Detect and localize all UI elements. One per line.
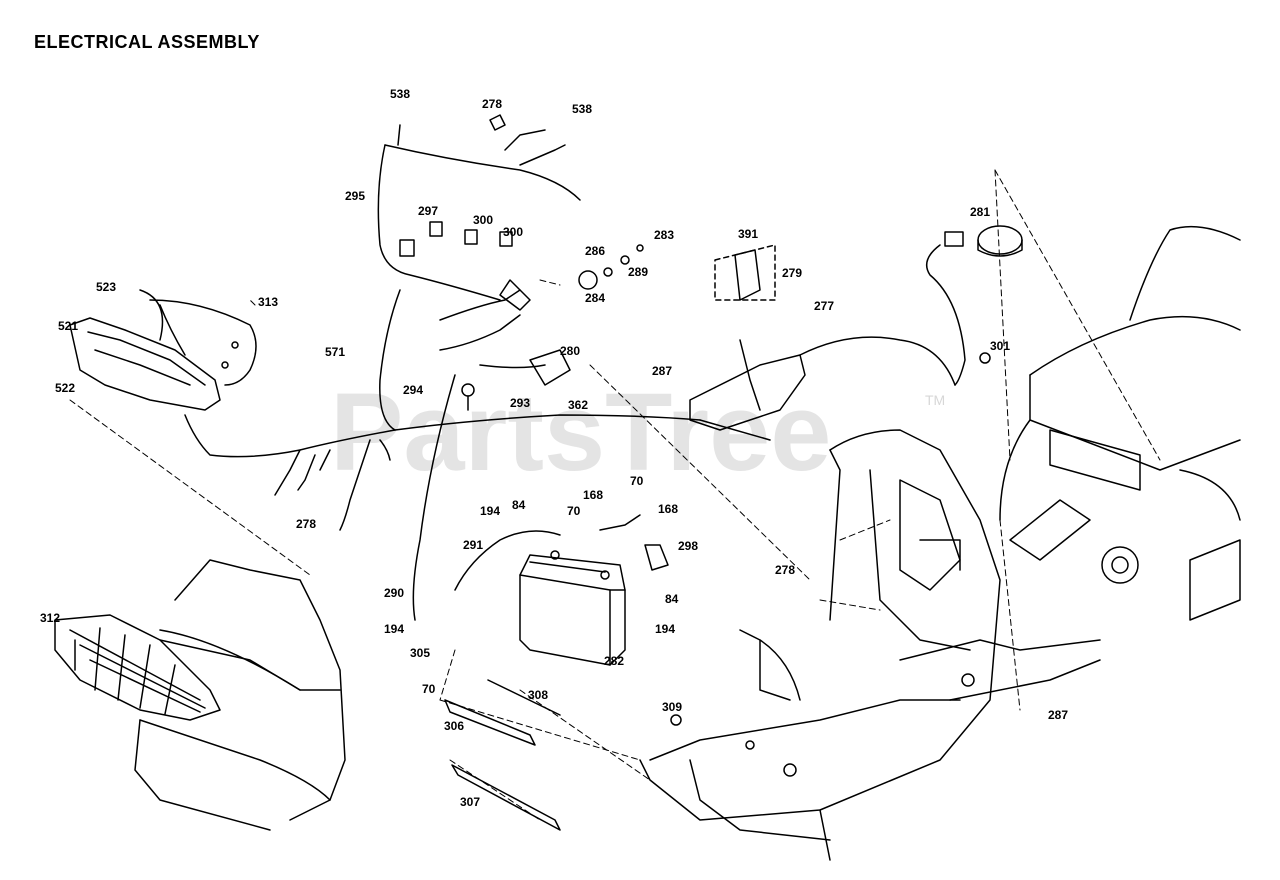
tractor-body xyxy=(999,225,1241,621)
callout-70: 70 xyxy=(567,504,581,518)
callout-283: 283 xyxy=(654,228,674,242)
callout-306: 306 xyxy=(444,719,464,733)
callout-278: 278 xyxy=(482,97,502,111)
callout-538: 538 xyxy=(572,102,592,116)
callout-194: 194 xyxy=(480,504,500,518)
callout-labels: 538 278 538 295 297 300 300 286 283 289 … xyxy=(40,87,1068,809)
callout-287: 287 xyxy=(1048,708,1068,722)
callout-293: 293 xyxy=(510,396,530,410)
callout-284: 284 xyxy=(585,291,605,305)
callout-313: 313 xyxy=(258,295,278,309)
callout-305: 305 xyxy=(410,646,430,660)
callout-291: 291 xyxy=(463,538,483,552)
callout-391: 391 xyxy=(738,227,758,241)
callout-362: 362 xyxy=(568,398,588,412)
callout-295: 295 xyxy=(345,189,365,203)
callout-168: 168 xyxy=(658,502,678,516)
headlight-assembly xyxy=(69,289,257,411)
switches-and-connectors xyxy=(399,114,644,411)
callout-84: 84 xyxy=(512,498,526,512)
callout-294: 294 xyxy=(403,383,423,397)
callout-521: 521 xyxy=(58,319,78,333)
callout-571: 571 xyxy=(325,345,345,359)
callout-309: 309 xyxy=(662,700,682,714)
callout-297: 297 xyxy=(418,204,438,218)
battery xyxy=(519,550,626,666)
callout-290: 290 xyxy=(384,586,404,600)
callout-300: 300 xyxy=(473,213,493,227)
callout-523: 523 xyxy=(96,280,116,294)
connector-plate-287 xyxy=(689,336,956,441)
callout-282: 282 xyxy=(604,654,624,668)
watermark-text: PartsTree xyxy=(330,371,831,494)
wiring-harness xyxy=(184,124,701,531)
callout-300: 300 xyxy=(503,225,523,239)
callout-301: 301 xyxy=(990,339,1010,353)
callout-84: 84 xyxy=(665,592,679,606)
callout-168: 168 xyxy=(583,488,603,502)
callout-194: 194 xyxy=(655,622,675,636)
callout-278: 278 xyxy=(296,517,316,531)
callout-70: 70 xyxy=(630,474,644,488)
diagram-title: ELECTRICAL ASSEMBLY xyxy=(34,32,260,52)
callout-277: 277 xyxy=(814,299,834,313)
callout-280: 280 xyxy=(560,344,580,358)
callout-278: 278 xyxy=(775,563,795,577)
callout-70: 70 xyxy=(422,682,436,696)
tractor-frame xyxy=(639,429,1101,861)
callout-298: 298 xyxy=(678,539,698,553)
callout-307: 307 xyxy=(460,795,480,809)
callout-312: 312 xyxy=(40,611,60,625)
callout-279: 279 xyxy=(782,266,802,280)
strips xyxy=(444,679,682,831)
callout-194: 194 xyxy=(384,622,404,636)
watermark-tm: TM xyxy=(925,392,945,408)
callout-286: 286 xyxy=(585,244,605,258)
callout-289: 289 xyxy=(628,265,648,279)
line-art xyxy=(54,114,1241,861)
battery-cables xyxy=(412,374,669,621)
callout-281: 281 xyxy=(970,205,990,219)
hood-and-grille xyxy=(54,559,346,831)
callout-308: 308 xyxy=(528,688,548,702)
bracket-391 xyxy=(714,244,776,301)
callout-287: 287 xyxy=(652,364,672,378)
ignition-switch-281 xyxy=(925,225,1023,386)
callout-522: 522 xyxy=(55,381,75,395)
callout-538: 538 xyxy=(390,87,410,101)
leader-lines xyxy=(69,169,1161,821)
